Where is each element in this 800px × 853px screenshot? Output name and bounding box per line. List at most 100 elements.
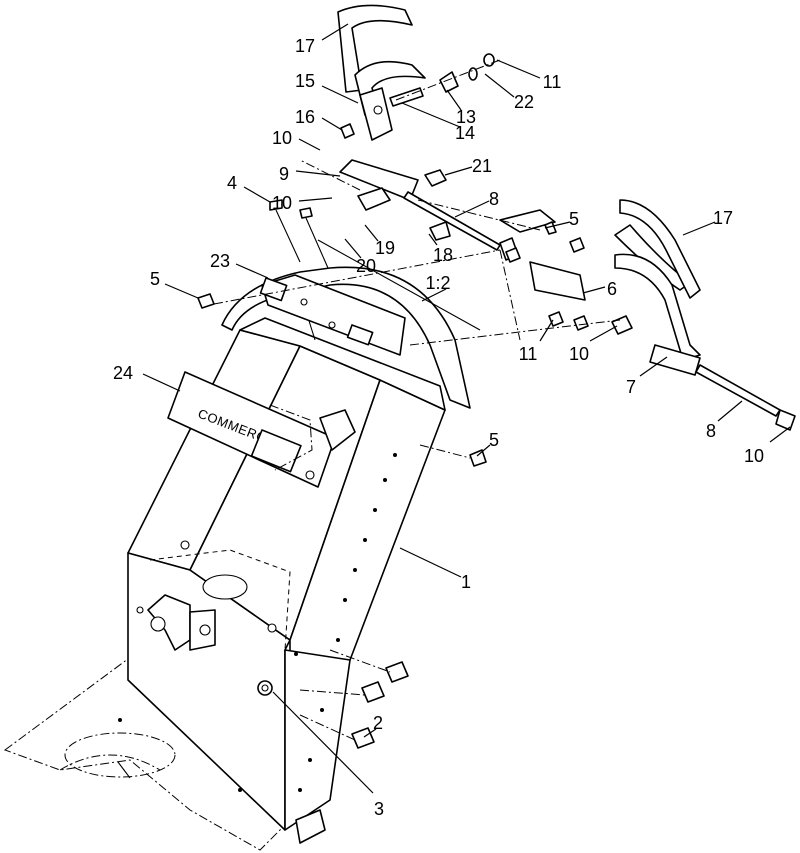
callout-10: 10 — [272, 128, 321, 151]
callout-11: 11 — [496, 59, 561, 92]
callout-number: 20 — [356, 256, 376, 276]
leader-line — [484, 73, 515, 98]
callout-2: 2 — [363, 713, 383, 738]
leader-line — [444, 166, 473, 176]
callout-18: 18 — [428, 233, 453, 265]
callout-number: 15 — [295, 71, 315, 91]
callout-6: 6 — [582, 279, 617, 299]
leader-line — [428, 233, 438, 246]
leader-line — [421, 288, 447, 302]
callout-number: 1:2 — [425, 273, 450, 293]
leader-line — [769, 426, 791, 443]
callout-number: 10 — [272, 128, 292, 148]
leader-line — [344, 238, 362, 259]
callout-number: 21 — [472, 156, 492, 176]
hardware-parts-11-13-22 — [439, 53, 495, 93]
callout-number: 9 — [279, 164, 289, 184]
callout-17: 17 — [682, 208, 733, 236]
callout-11: 11 — [519, 319, 554, 364]
callout-21: 21 — [444, 156, 492, 176]
leader-line — [243, 186, 271, 203]
leader-line — [454, 200, 490, 218]
callout-number: 13 — [456, 107, 476, 127]
callout-number: 11 — [519, 344, 538, 364]
right-handle-parts-6-7-8 — [499, 199, 796, 431]
callout-number: 1 — [461, 572, 471, 592]
leader-line — [682, 221, 716, 236]
callout-number: 8 — [489, 189, 499, 209]
callout-number: 19 — [375, 238, 395, 258]
callout-15: 15 — [295, 71, 359, 104]
control-panel-part-23 — [259, 274, 406, 356]
callout-10: 10 — [569, 325, 618, 364]
callout-number: 23 — [210, 251, 230, 271]
callout-number: 2 — [373, 713, 383, 733]
callout-number: 3 — [374, 799, 384, 819]
callout-number: 6 — [607, 279, 617, 299]
callout-number: 22 — [514, 92, 534, 112]
leader-line — [539, 319, 554, 342]
callout-8: 8 — [706, 400, 743, 441]
leader-line — [295, 170, 341, 177]
leader-line — [544, 221, 571, 229]
leader-line — [401, 102, 461, 128]
callout-20: 20 — [344, 238, 376, 276]
callout-number: 5 — [489, 430, 499, 450]
leader-line — [298, 197, 333, 202]
callout-number: 17 — [713, 208, 733, 228]
callout-9: 9 — [279, 164, 341, 184]
callout-number: 7 — [626, 377, 636, 397]
callout-10: 10 — [744, 426, 791, 466]
leader-line — [363, 728, 377, 738]
leader-line — [496, 59, 541, 79]
leader-line — [639, 356, 668, 377]
callout-7: 7 — [626, 356, 668, 397]
callout-16: 16 — [295, 107, 343, 131]
leader-line — [476, 444, 491, 457]
callout-19: 19 — [364, 224, 395, 258]
top-handle-parts-15-17 — [337, 4, 426, 141]
leader-line — [164, 283, 199, 299]
callout-number: 5 — [150, 269, 160, 289]
leader-line — [272, 691, 374, 794]
callout-8: 8 — [454, 189, 499, 218]
callout-13: 13 — [446, 89, 476, 127]
leader-line — [321, 117, 343, 131]
callout-10: 10 — [272, 193, 333, 213]
leader-line — [235, 263, 269, 279]
callout-1-2: 1:2 — [421, 273, 451, 302]
callout-17: 17 — [295, 23, 349, 56]
leader-line — [717, 400, 743, 422]
callout-14: 14 — [401, 102, 475, 143]
assembly-lines — [213, 59, 621, 741]
control-rod-assembly — [339, 159, 519, 261]
leader-line — [142, 373, 181, 392]
callout-23: 23 — [210, 251, 269, 279]
callout-1: 1 — [399, 547, 471, 592]
callout-22: 22 — [484, 73, 534, 112]
callout-number: 10 — [272, 193, 292, 213]
leader-line — [364, 224, 379, 242]
callout-5: 5 — [544, 209, 579, 229]
callout-number: 18 — [433, 245, 453, 265]
callout-number: 10 — [569, 344, 589, 364]
callout-number: 5 — [569, 209, 579, 229]
leader-line — [446, 89, 462, 111]
callout-number: 16 — [295, 107, 315, 127]
callout-number: 4 — [227, 173, 237, 193]
leader-line — [399, 547, 462, 578]
callout-number: 10 — [744, 446, 764, 466]
callout-number: 14 — [455, 123, 475, 143]
leader-line — [321, 85, 359, 104]
leader-line — [589, 325, 618, 342]
frame-part-1 — [127, 317, 446, 844]
callout-24: 24 — [113, 363, 181, 392]
callout-4: 4 — [227, 173, 271, 203]
leader-line — [321, 23, 349, 41]
callout-number: 17 — [295, 36, 315, 56]
callout-5: 5 — [150, 269, 199, 299]
callout-3: 3 — [272, 691, 384, 819]
